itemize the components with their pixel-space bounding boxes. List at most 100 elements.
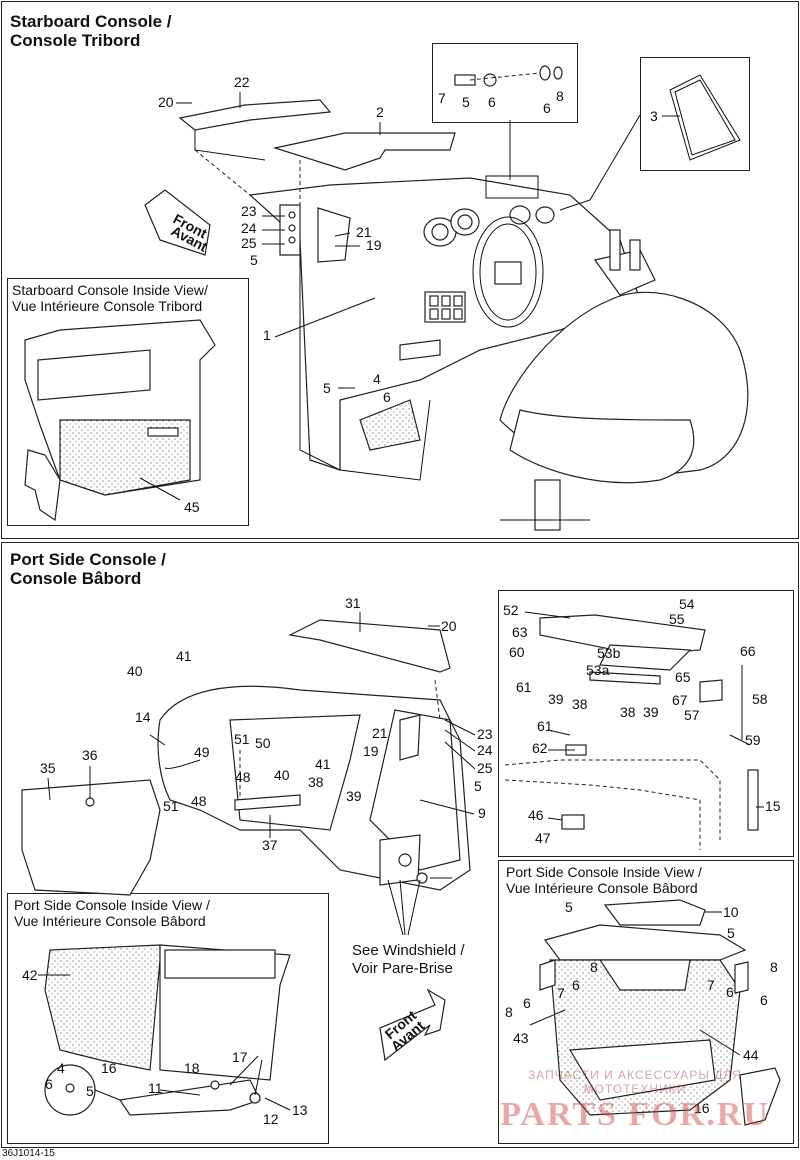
callout: 42 (22, 967, 38, 983)
callout: 8 (505, 1004, 513, 1020)
callout: 61 (537, 718, 553, 734)
callout: 7 (438, 90, 446, 106)
callout: 4 (373, 371, 381, 387)
callout: 8 (556, 88, 564, 104)
callout: 23 (241, 203, 257, 219)
callout: 4 (57, 1060, 65, 1076)
callout: 61 (516, 679, 532, 695)
callout: 6 (383, 389, 391, 405)
callout: 6 (543, 100, 551, 116)
callout: 54 (679, 596, 695, 612)
callout: 5 (727, 925, 735, 941)
callout: 13 (292, 1102, 308, 1118)
callout: 55 (669, 611, 685, 627)
callout: 22 (234, 74, 250, 90)
callout: 59 (745, 732, 761, 748)
callout: 62 (532, 740, 548, 756)
callout: 5 (462, 94, 470, 110)
starboard-inset-title: Starboard Console Inside View/ Vue Intér… (12, 282, 208, 314)
callout: 48 (235, 769, 251, 785)
callout: 25 (477, 760, 493, 776)
callout: 66 (740, 643, 756, 659)
callout: 40 (127, 663, 143, 679)
callout: 21 (356, 224, 372, 240)
callout: 43 (513, 1030, 529, 1046)
callout: 6 (45, 1076, 53, 1092)
starboard-seal-detail (640, 57, 750, 171)
port-inset-title: Port Side Console Inside View / Vue Inté… (14, 897, 210, 929)
callout: 39 (548, 691, 564, 707)
port-console-drawing (21, 619, 471, 1062)
callout: 38 (308, 774, 324, 790)
callout: 53a (586, 662, 610, 678)
starboard-console-drawing (144, 65, 749, 531)
callout: 6 (572, 977, 580, 993)
callout: 19 (363, 743, 379, 759)
starboard-title: Starboard Console / Console Tribord (10, 12, 172, 50)
callout: 8 (590, 959, 598, 975)
port-detail-drawing (504, 614, 759, 850)
starboard-callouts: 22 20 2 7 5 6 6 8 3 23 24 25 5 21 19 1 5… (158, 74, 658, 515)
callout: 25 (241, 235, 257, 251)
callout: 51 (163, 798, 179, 814)
callout: 3 (650, 108, 658, 124)
callout: 16 (694, 1100, 710, 1116)
callout: 8 (770, 959, 778, 975)
callout: 58 (752, 691, 768, 707)
watermark-tagline: ЗАПЧАСТИ И АКСЕССУАРЫ ДЛЯ МОТОТЕХНИКИ (528, 1068, 742, 1096)
callout: 1 (263, 327, 271, 343)
callout: 44 (743, 1047, 759, 1063)
callout: 60 (509, 644, 525, 660)
see-windshield-note: See Windshield / Voir Pare-Brise (352, 942, 465, 977)
callout: 12 (263, 1111, 279, 1127)
callout: 37 (262, 837, 278, 853)
callout: 67 (672, 692, 688, 708)
port-inset2-title: Port Side Console Inside View / Vue Inté… (506, 864, 702, 896)
callout: 40 (274, 767, 290, 783)
callout: 23 (477, 726, 493, 742)
callout: 49 (194, 744, 210, 760)
leader-lines (38, 92, 764, 1111)
callout: 15 (765, 798, 781, 814)
callout: 24 (241, 220, 257, 236)
callout: 57 (684, 707, 700, 723)
callout: 46 (528, 807, 544, 823)
callout: 7 (557, 985, 565, 1001)
watermark: ЗАПЧАСТИ И АКСЕССУАРЫ ДЛЯ МОТОТЕХНИКИ PA… (480, 1068, 790, 1134)
callout: 5 (474, 778, 482, 794)
callout: 6 (760, 992, 768, 1008)
callout: 16 (101, 1060, 117, 1076)
callout: 38 (572, 696, 588, 712)
port-title: Port Side Console / Console Bâbord (10, 550, 166, 588)
callout: 39 (643, 704, 659, 720)
callout: 41 (315, 756, 331, 772)
callout: 39 (346, 788, 362, 804)
callout: 5 (565, 899, 573, 915)
callout: 41 (176, 648, 192, 664)
callout: 5 (323, 380, 331, 396)
callout: 2 (376, 104, 384, 120)
callout: 53b (597, 645, 621, 661)
callout: 38 (620, 704, 636, 720)
callout: 14 (135, 709, 151, 725)
callout: 35 (40, 760, 56, 776)
callout: 47 (535, 830, 551, 846)
callout: 18 (184, 1060, 200, 1076)
callout: 11 (148, 1080, 163, 1096)
callout: 63 (512, 624, 528, 640)
callout: 17 (232, 1049, 248, 1065)
starboard-inset-drawing (24, 319, 216, 522)
callout: 5 (250, 252, 258, 268)
callout: 24 (477, 742, 493, 758)
callout: 45 (184, 499, 200, 515)
callout: 7 (707, 977, 715, 993)
watermark-logo: PARTS FOR.RU (500, 1096, 770, 1133)
callout: 19 (366, 237, 382, 253)
callout: 21 (372, 725, 388, 741)
callout: 52 (503, 602, 519, 618)
callout: 36 (82, 747, 98, 763)
callout: 51 (234, 731, 250, 747)
port-inset-drawing (44, 944, 291, 1116)
callout: 20 (158, 94, 174, 110)
